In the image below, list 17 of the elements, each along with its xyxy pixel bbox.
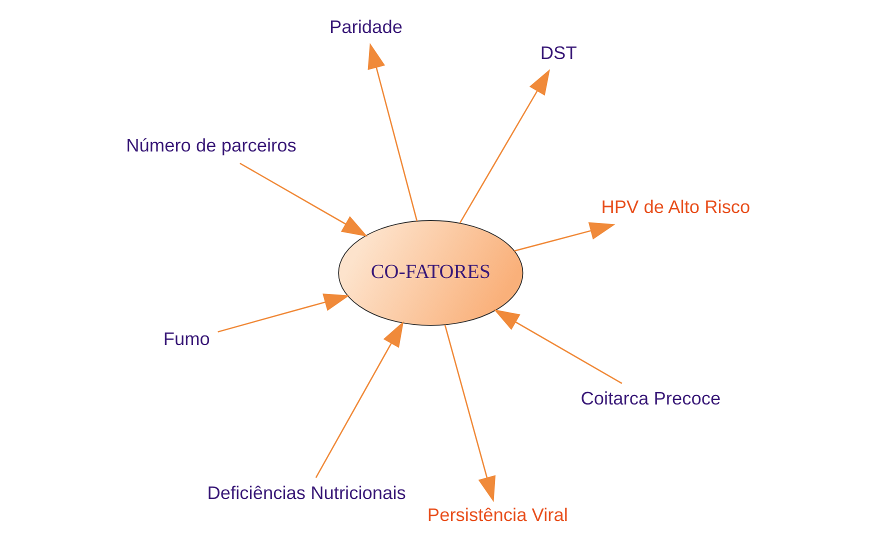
- node-text: Paridade: [329, 16, 402, 37]
- node-text: HPV de Alto Risco: [600, 196, 750, 217]
- node-text: Coitarca Precoce: [580, 388, 720, 409]
- node-text: Persistência Viral: [426, 504, 568, 526]
- arrow: [314, 321, 404, 478]
- arrow: [217, 294, 350, 333]
- arrow: [458, 69, 550, 224]
- node-text: Deficiências Nutricionais: [206, 482, 406, 503]
- arrow: [239, 162, 368, 237]
- arrow: [367, 43, 418, 222]
- arrow: [444, 324, 496, 502]
- node-text: Número de parceiros: [126, 134, 296, 156]
- node-ellipse: CO-FATORES: [338, 220, 523, 326]
- node-text: Fumo: [162, 328, 210, 350]
- node-text: DST: [540, 42, 576, 63]
- arrow: [514, 222, 615, 252]
- arrow: [493, 309, 622, 384]
